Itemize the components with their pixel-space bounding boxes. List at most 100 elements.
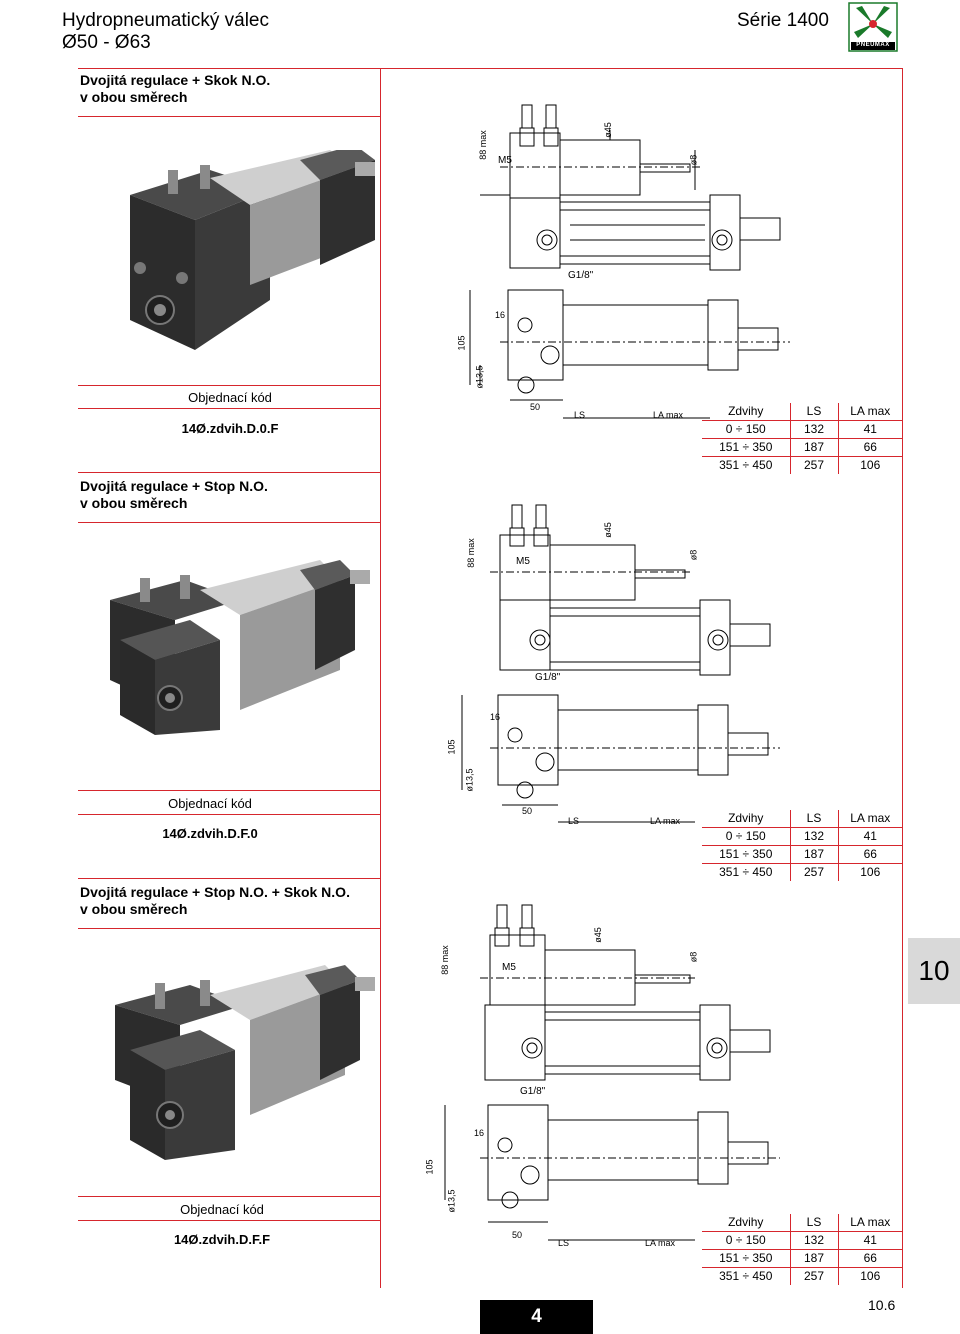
dim-88-max: 88 max [465, 538, 476, 568]
cell: 0 ÷ 150 [725, 829, 766, 843]
cell: 187 [789, 1248, 838, 1267]
cell: 351 ÷ 450 [702, 1266, 790, 1285]
dim-50: 50 [512, 1230, 523, 1240]
dim-105: 105 [456, 335, 467, 351]
cell: 41 [837, 1231, 902, 1249]
dim-d135: ø13,5 [446, 1189, 457, 1213]
cell: 66 [837, 844, 902, 863]
cell: 351 ÷ 450 [702, 862, 790, 881]
cell: 0 ÷ 150 [725, 422, 766, 436]
cell: 132 [789, 420, 838, 438]
col-header-ls: LS [789, 810, 838, 828]
col-header-strokes: Zdvihy [702, 810, 790, 828]
section-2-title-line-2: v obou směrech [80, 495, 188, 511]
page-title: Hydropneumatický válec Ø50 - Ø63 [62, 10, 269, 54]
page-number: 4 [480, 1300, 593, 1334]
section-3-title-line-2: v obou směrech [80, 901, 188, 917]
section-2-title: Dvojitá regulace + Stop N.O. v obou směr… [80, 478, 268, 512]
pneumax-logo [848, 2, 898, 52]
cell: 0 ÷ 150 [725, 1233, 766, 1247]
col-header-la-max: LA max [837, 1214, 902, 1232]
section-1-title-line-2: v obou směrech [80, 89, 188, 105]
col-header-strokes: Zdvihy [702, 403, 790, 421]
section-2-code-rule-mid [78, 814, 380, 815]
cell: 151 ÷ 350 [702, 437, 790, 456]
page-reference: 10.6 [868, 1297, 896, 1313]
dim-la-max: LA max [645, 1238, 676, 1248]
dim-16: 16 [490, 712, 501, 722]
section-2-rule [78, 522, 380, 523]
drawing-lines [444, 904, 780, 1241]
cell: 106 [837, 862, 902, 881]
col-header-la-max: LA max [837, 810, 902, 828]
dim-m5: M5 [516, 556, 530, 567]
chapter-tab: 10 [908, 938, 960, 1004]
dim-d45: ø45 [602, 122, 613, 138]
section-3-rule [78, 928, 380, 929]
series-label: Série 1400 [737, 10, 829, 31]
section-1-title-line-1: Dvojitá regulace + Skok N.O. [80, 72, 271, 88]
section-3-rule-top [78, 878, 380, 879]
cylinder-3d-render-3 [115, 965, 375, 1160]
dim-50: 50 [522, 806, 533, 816]
section-2-title-line-1: Dvojitá regulace + Stop N.O. [80, 478, 268, 494]
dim-g18: G1/8" [535, 672, 561, 683]
section-2-code-rule-top [78, 790, 380, 791]
cell: 187 [789, 437, 838, 456]
section-3-title-line-1: Dvojitá regulace + Stop N.O. + Skok N.O. [80, 884, 350, 900]
cell: 106 [837, 455, 902, 474]
dim-16: 16 [495, 310, 506, 320]
dim-la-max: LA max [653, 410, 684, 420]
logo-text: PNEUMAX [856, 42, 890, 48]
cell: 257 [789, 862, 838, 881]
order-code-label: Objednací kód [188, 390, 272, 405]
cell: 351 ÷ 450 [702, 455, 790, 474]
drawing-lines [469, 104, 790, 419]
section-2-rule-top [78, 472, 380, 473]
cell: 151 ÷ 350 [702, 844, 790, 863]
tech-drawing-2: 88 max M5 ø45 ø8 G1/8" 16 105 ø13,5 50 L… [447, 500, 810, 835]
cell: 132 [789, 827, 838, 845]
order-code-value: 14Ø.zdvih.D.0.F [181, 421, 279, 436]
section-1-rule [78, 116, 380, 117]
order-code-value: 14Ø.zdvih.D.F.0 [162, 826, 258, 841]
title-line-1: Hydropneumatický válec [62, 10, 269, 31]
section-3-code-rule-mid [78, 1220, 380, 1221]
cell: 66 [837, 1248, 902, 1267]
section-3-code-rule-top [78, 1196, 380, 1197]
order-code-1: Objednací kód 14Ø.zdvih.D.0.F [80, 388, 380, 448]
dim-m5: M5 [502, 962, 516, 973]
dim-d135: ø13,5 [474, 365, 485, 389]
dim-g18: G1/8" [568, 270, 594, 281]
drawing-lines [461, 504, 780, 823]
order-code-label: Objednací kód [180, 1202, 264, 1217]
dim-88-max: 88 max [439, 945, 450, 975]
dim-d135: ø13,5 [464, 768, 475, 792]
section-1-code-rule-top [78, 385, 380, 386]
dim-16: 16 [474, 1128, 485, 1138]
content-frame [78, 68, 903, 1288]
cell: 66 [837, 437, 902, 456]
order-code-3: Objednací kód 14Ø.zdvih.D.F.F [72, 1200, 372, 1260]
dim-m5: M5 [498, 155, 512, 166]
col-header-la-max: LA max [837, 403, 902, 421]
dim-d45: ø45 [592, 927, 603, 943]
cell: 132 [789, 1231, 838, 1249]
col-header-ls: LS [789, 403, 838, 421]
tech-drawing-3: 88 max M5 ø45 ø8 G1/8" 16 105 ø13,5 50 L… [425, 900, 810, 1255]
cell: 257 [789, 1266, 838, 1285]
section-1-title: Dvojitá regulace + Skok N.O. v obou směr… [80, 72, 270, 106]
title-line-2: Ø50 - Ø63 [62, 32, 151, 53]
dim-105: 105 [424, 1159, 435, 1175]
cell: 151 ÷ 350 [702, 1248, 790, 1267]
dim-50: 50 [530, 402, 541, 412]
dim-d8: ø8 [688, 154, 699, 166]
